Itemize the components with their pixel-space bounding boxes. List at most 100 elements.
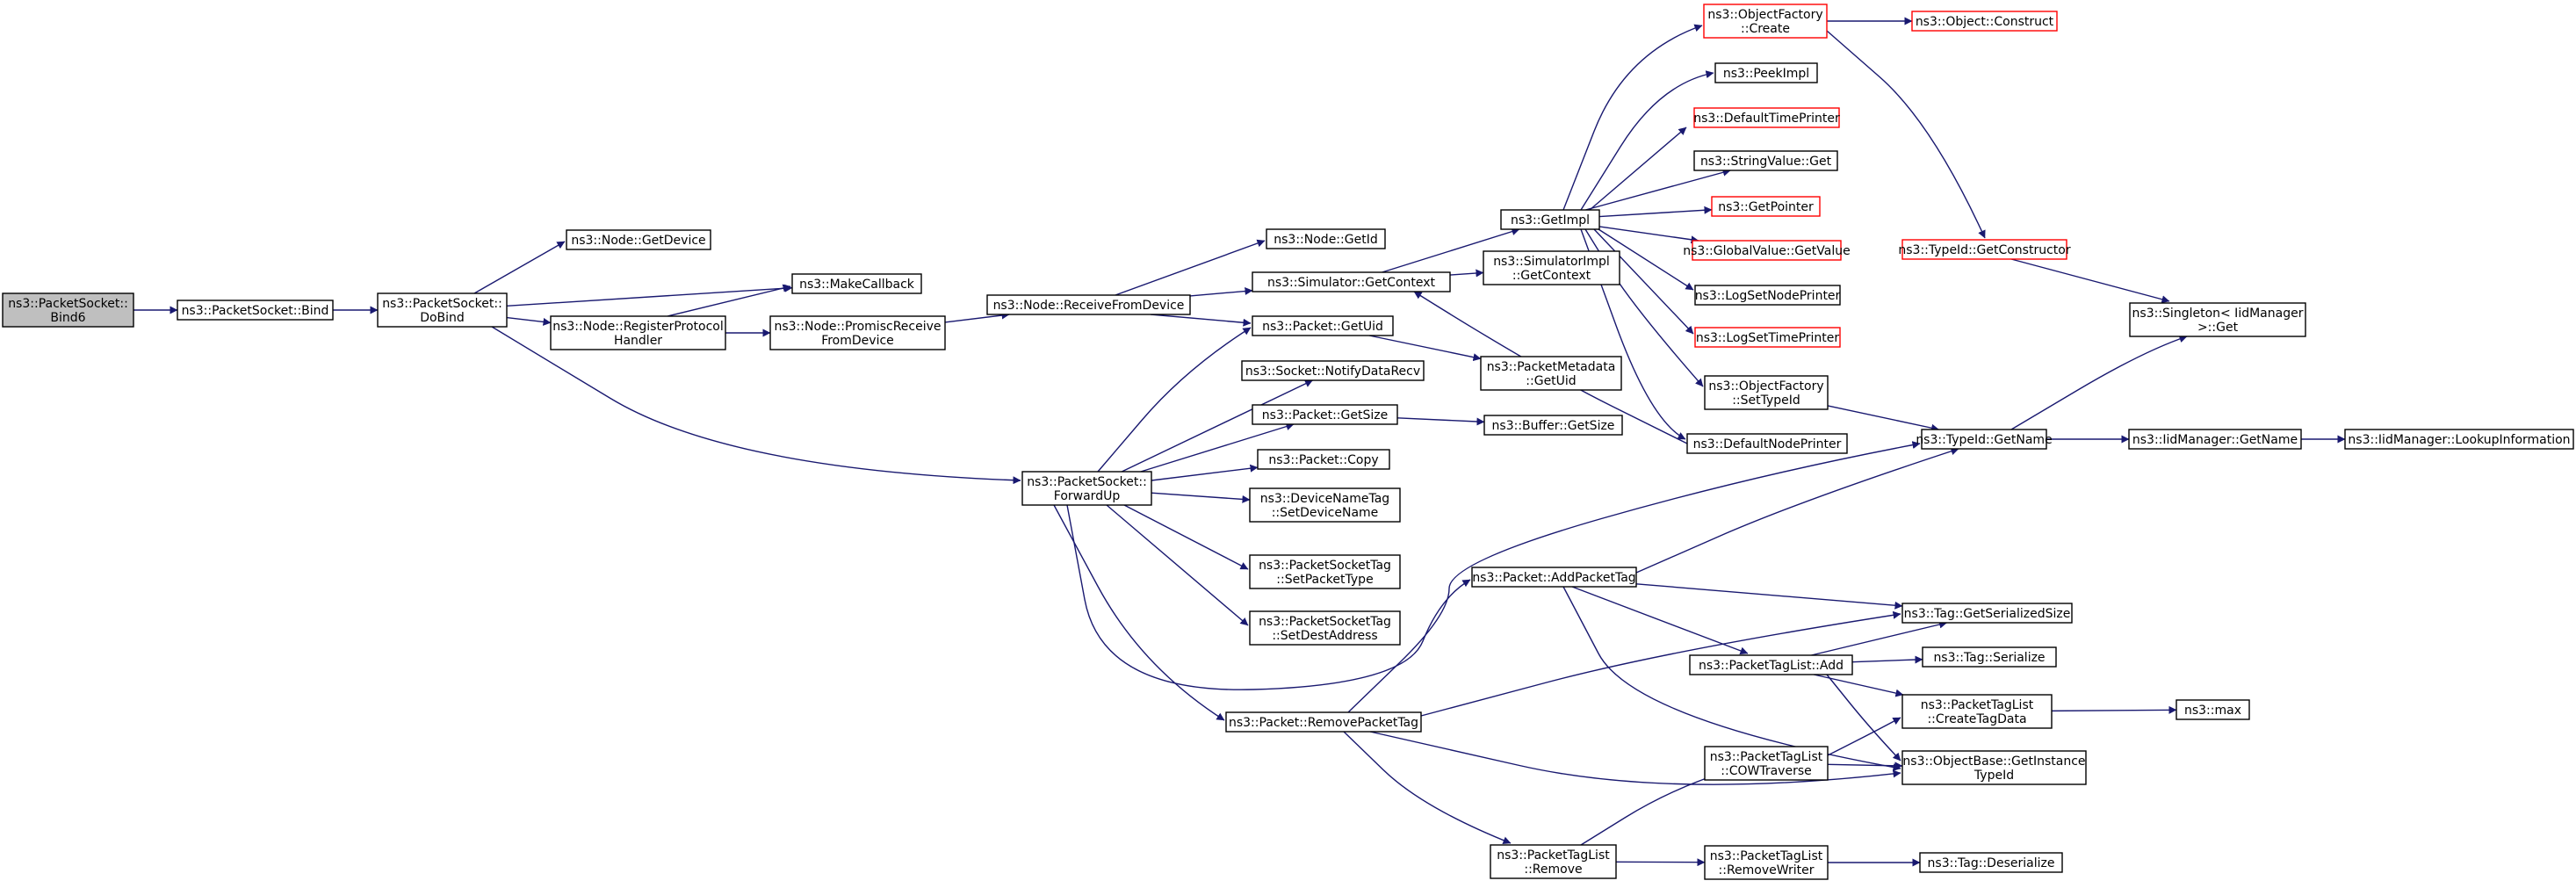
graph-node-ptladd[interactable]: ns3::PacketTagList::Add xyxy=(1689,654,1853,675)
call-edge-ofsettypeid-to-tigetname xyxy=(1827,405,1939,432)
graph-node-copy[interactable]: ns3::Packet::Copy xyxy=(1257,449,1390,470)
call-edge-forwardup-to-pstdest xyxy=(1106,504,1249,626)
node-label: ns3::MakeCallback xyxy=(799,278,915,292)
graph-node-deftimeprinter[interactable]: ns3::DefaultTimePrinter xyxy=(1693,107,1840,128)
graph-node-pstdest[interactable]: ns3::PacketSocketTag::SetDestAddress xyxy=(1249,610,1401,646)
node-label: FromDevice xyxy=(821,334,894,348)
call-edge-forwardup-to-removetag xyxy=(1053,504,1225,721)
graph-node-ptlcreate[interactable]: ns3::PacketTagList::CreateTagData xyxy=(1901,694,2053,729)
graph-node-ptlremwriter[interactable]: ns3::PacketTagList::RemoveWriter xyxy=(1704,845,1829,880)
node-label: ns3::PacketMetadata xyxy=(1487,360,1616,374)
graph-node-ptlcow[interactable]: ns3::PacketTagList::COWTraverse xyxy=(1704,746,1829,781)
graph-node-ofsettypeid[interactable]: ns3::ObjectFactory::SetTypeId xyxy=(1704,375,1829,410)
node-label: ::Remove xyxy=(1524,863,1582,877)
graph-node-bufgetsize[interactable]: ns3::Buffer::GetSize xyxy=(1483,415,1623,436)
graph-node-makecallback[interactable]: ns3::MakeCallback xyxy=(791,273,922,294)
node-label: ns3::PacketTagList::Add xyxy=(1699,659,1844,673)
node-box xyxy=(791,273,922,294)
graph-node-bind[interactable]: ns3::PacketSocket::Bind xyxy=(177,300,334,321)
call-edge-forwardup-to-devnametag xyxy=(1151,492,1251,503)
graph-node-max[interactable]: ns3::max xyxy=(2176,699,2250,720)
call-edge-getimpl-to-deftimeprinter xyxy=(1589,126,1687,211)
call-edge-regproto-to-makecallback xyxy=(667,284,791,317)
graph-node-taggetser[interactable]: ns3::Tag::GetSerializedSize xyxy=(1901,603,2073,624)
graph-node-objconstruct[interactable]: ns3::Object::Construct xyxy=(1911,11,2058,32)
graph-node-simimplctx[interactable]: ns3::SimulatorImpl::GetContext xyxy=(1483,250,1620,285)
graph-node-ptlremove[interactable]: ns3::PacketTagList::Remove xyxy=(1490,844,1617,879)
graph-node-getid[interactable]: ns3::Node::GetId xyxy=(1266,228,1386,249)
node-label: ns3::PacketSocket:: xyxy=(1027,475,1147,489)
graph-node-recvfromdev[interactable]: ns3::Node::ReceiveFromDevice xyxy=(986,294,1191,315)
graph-node-getuid[interactable]: ns3::Packet::GetUid xyxy=(1252,315,1394,336)
node-label: ns3::PacketSocketTag xyxy=(1259,559,1391,573)
call-edge-forwardup-to-notifydata xyxy=(1121,379,1313,473)
call-edge-recvfromdev-to-getcontext xyxy=(1189,287,1253,297)
graph-node-notifydata[interactable]: ns3::Socket::NotifyDataRecv xyxy=(1241,360,1425,381)
node-box xyxy=(1704,375,1829,410)
graph-node-stringget[interactable]: ns3::StringValue::Get xyxy=(1693,150,1838,171)
node-label: Handler xyxy=(614,334,662,348)
node-label: Bind6 xyxy=(50,311,85,325)
call-edge-getcontext-to-getimpl xyxy=(1382,227,1520,273)
graph-node-peekimpl[interactable]: ns3::PeekImpl xyxy=(1714,62,1818,83)
node-label: ns3::Socket::NotifyDataRecv xyxy=(1245,365,1420,379)
graph-node-getcontext[interactable]: ns3::Simulator::GetContext xyxy=(1252,271,1451,292)
node-box xyxy=(1901,603,2073,624)
graph-node-gvgetvalue[interactable]: ns3::GlobalValue::GetValue xyxy=(1683,240,1851,261)
call-edge-dobind-to-regproto xyxy=(506,316,552,326)
node-box xyxy=(1686,433,1848,454)
node-label: ::GetUid xyxy=(1526,374,1576,388)
node-box xyxy=(1266,228,1386,249)
graph-node-pmgetuid[interactable]: ns3::PacketMetadata::GetUid xyxy=(1480,356,1622,391)
node-box xyxy=(1483,250,1620,285)
node-box xyxy=(1490,844,1617,879)
node-box xyxy=(1692,240,1842,261)
graph-node-devnametag[interactable]: ns3::DeviceNameTag::SetDeviceName xyxy=(1249,487,1401,523)
node-box xyxy=(1714,62,1818,83)
graph-node-iidgetname[interactable]: ns3::IidManager::GetName xyxy=(2128,429,2302,450)
node-label: ns3::ObjectFactory xyxy=(1708,379,1823,393)
graph-node-logtimeprinter[interactable]: ns3::LogSetTimePrinter xyxy=(1694,327,1841,348)
graph-node-addtag[interactable]: ns3::Packet::AddPacketTag xyxy=(1471,567,1637,588)
graph-node-getpointer[interactable]: ns3::GetPointer xyxy=(1711,196,1821,217)
graph-node-pstpacket[interactable]: ns3::PacketSocketTag::SetPacketType xyxy=(1249,554,1401,589)
graph-node-getsize[interactable]: ns3::Packet::GetSize xyxy=(1252,404,1398,425)
node-label: ns3::IidManager::GetName xyxy=(2132,433,2298,447)
graph-node-removetag[interactable]: ns3::Packet::RemovePacketTag xyxy=(1225,711,1422,733)
call-edge-addtag-to-tigetname xyxy=(1635,447,1959,574)
node-label: ns3::LogSetTimePrinter xyxy=(1696,331,1840,345)
graph-node-singleton[interactable]: ns3::Singleton< IidManager >::Get xyxy=(2129,302,2306,337)
graph-node-tigetname[interactable]: ns3::TypeId::GetName xyxy=(1916,429,2053,450)
graph-node-tigetctor[interactable]: ns3::TypeId::GetConstructor xyxy=(1898,239,2071,260)
node-box xyxy=(2,292,134,328)
graph-node-lognodeprinter[interactable]: ns3::LogSetNodePrinter xyxy=(1694,285,1841,306)
node-label: ns3::PacketTagList xyxy=(1497,848,1610,863)
graph-node-tagser[interactable]: ns3::Tag::Serialize xyxy=(1922,646,2057,668)
call-edge-tigetctor-to-singleton xyxy=(2010,258,2170,304)
node-label: ns3::Packet::GetUid xyxy=(1262,320,1383,334)
node-label: ns3::DefaultNodePrinter xyxy=(1693,437,1842,451)
call-edge-removetag-to-ptlremove xyxy=(1343,731,1512,845)
node-box xyxy=(1711,196,1821,217)
node-box xyxy=(1500,209,1600,230)
node-label: ns3::PeekImpl xyxy=(1723,67,1809,81)
node-box xyxy=(377,292,508,328)
node-label: ns3::Node::RegisterProtocol xyxy=(552,320,724,334)
node-box xyxy=(1901,750,2087,785)
graph-node-defnodeprinter[interactable]: ns3::DefaultNodePrinter xyxy=(1686,433,1848,454)
node-box xyxy=(1921,429,2047,450)
graph-node-iidlookup[interactable]: ns3::IidManager::LookupInformation xyxy=(2344,429,2574,450)
graph-node-getimpl[interactable]: ns3::GetImpl xyxy=(1500,209,1600,230)
graph-node-ofcreate[interactable]: ns3::ObjectFactory::Create xyxy=(1703,4,1828,39)
call-edge-getimpl-to-lognodeprinter xyxy=(1598,228,1694,291)
graph-node-dobind[interactable]: ns3::PacketSocket::DoBind xyxy=(377,292,508,328)
node-label: ::SetPacketType xyxy=(1276,573,1373,587)
node-box xyxy=(550,315,726,350)
graph-node-getdevice[interactable]: ns3::Node::GetDevice xyxy=(566,229,711,250)
graph-node-forwardup[interactable]: ns3::PacketSocket::ForwardUp xyxy=(1021,471,1152,506)
call-edge-forwardup-to-getsize xyxy=(1140,422,1295,473)
graph-node-tagdeser[interactable]: ns3::Tag::Deserialize xyxy=(1919,852,2063,873)
